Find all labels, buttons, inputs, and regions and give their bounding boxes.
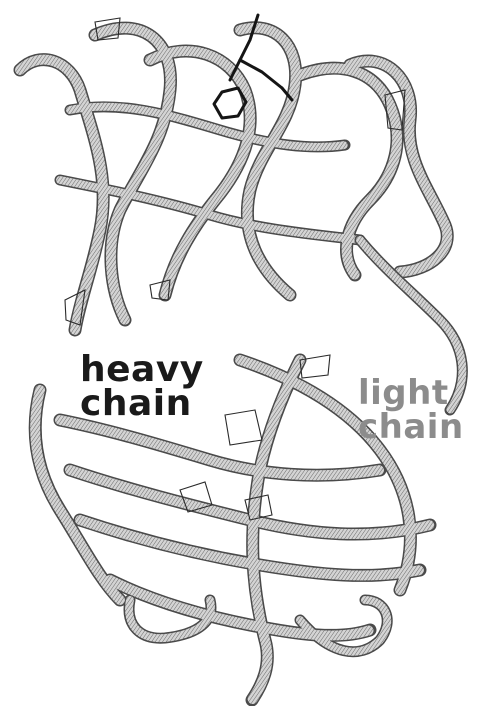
twist-c1	[225, 410, 262, 445]
strand-v5-hatch	[300, 68, 397, 275]
light-chain-label-line1: light	[358, 376, 464, 410]
strand-c2-hatch	[60, 420, 380, 475]
light-chain-label-line2: chain	[358, 410, 464, 444]
strand-v1	[20, 60, 103, 330]
light-chain-label: light chain	[358, 376, 464, 444]
strand-v4	[240, 28, 296, 295]
strand-c5-hatch	[110, 580, 370, 635]
heavy-chain-label: heavy chain	[80, 353, 204, 421]
heavy-chain-label-line1: heavy	[80, 353, 204, 387]
heavy-chain-label-line2: chain	[80, 387, 204, 421]
variable-domain-ribbons	[20, 18, 447, 330]
